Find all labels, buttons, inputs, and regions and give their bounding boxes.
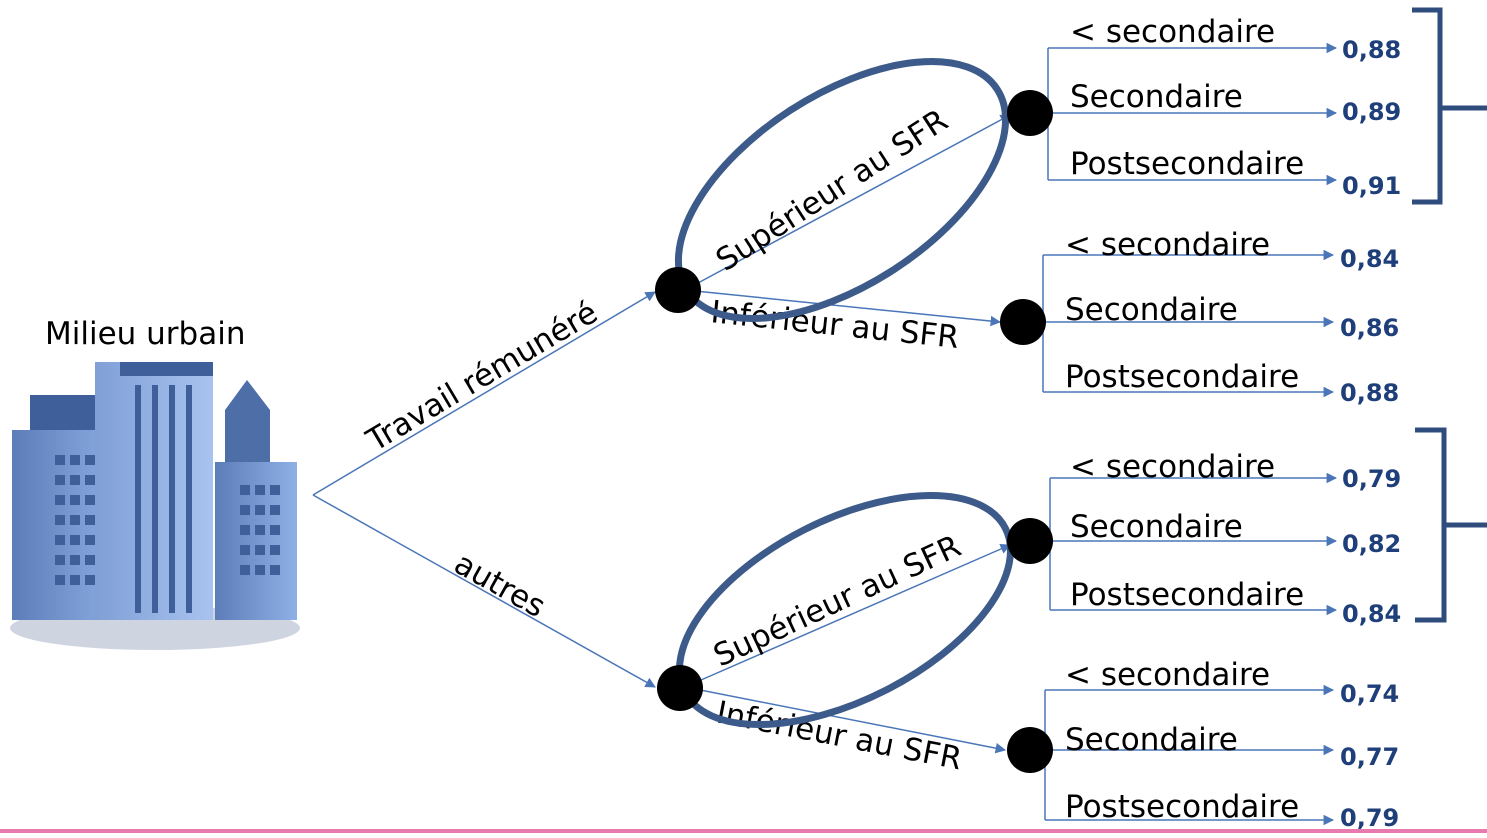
city-buildings-icon: [10, 362, 300, 650]
leaf-value: 0,74: [1340, 680, 1399, 708]
edge-l1-1-to-l2-3: [684, 686, 1007, 754]
leaf-label: Postsecondaire: [1070, 146, 1304, 182]
node-l2-1: [1000, 299, 1046, 345]
group-bracket-lower: [1415, 427, 1487, 623]
branch-label-l1-0: Travail rémunéré: [360, 294, 604, 459]
leaf-label: Secondaire: [1070, 509, 1243, 545]
leaf-value: 0,88: [1340, 379, 1399, 407]
leaf-label: < secondaire: [1065, 227, 1270, 263]
leaf-label: < secondaire: [1070, 449, 1275, 485]
leaf-group-1: < secondaire Secondaire Postsecondaire 0…: [1042, 227, 1399, 407]
leaf-label: Secondaire: [1065, 292, 1238, 328]
group-bracket-upper: [1412, 7, 1487, 205]
edge-l1-0-to-l2-0: [684, 114, 1011, 291]
root-label: Milieu urbain: [45, 316, 246, 352]
leaf-label: Postsecondaire: [1065, 359, 1299, 395]
edge-l1-0-to-l2-1: [684, 289, 1002, 327]
leaf-value: 0,89: [1342, 98, 1401, 126]
leaf-value: 0,84: [1340, 245, 1399, 273]
leaf-value: 0,86: [1340, 314, 1399, 342]
edge-root-to-l1-0: [312, 291, 656, 496]
branch-label-l2-2: Supérieur au SFR: [708, 528, 966, 674]
leaf-value: 0,79: [1340, 804, 1399, 832]
edge-l1-1-to-l2-2: [684, 543, 1011, 688]
leaf-value: 0,77: [1340, 743, 1399, 771]
branch-label-l1-1: autres: [448, 546, 551, 625]
leaf-value: 0,82: [1342, 530, 1401, 558]
node-l1-0: [655, 267, 701, 313]
node-l1-1: [657, 665, 703, 711]
leaf-label: Secondaire: [1070, 79, 1243, 115]
leaf-group-0: < secondaire Secondaire Postsecondaire 0…: [1047, 14, 1401, 200]
leaf-value: 0,91: [1342, 172, 1401, 200]
slide-bottom-rule: [0, 829, 1487, 833]
leaf-value: 0,84: [1342, 600, 1401, 628]
leaf-label: < secondaire: [1065, 657, 1270, 693]
leaf-label: < secondaire: [1070, 14, 1275, 50]
leaf-group-2: < secondaire Secondaire Postsecondaire 0…: [1049, 449, 1401, 628]
edge-root-to-l1-1: [312, 494, 656, 688]
leaf-label: Postsecondaire: [1070, 577, 1304, 613]
node-l2-0: [1007, 90, 1053, 136]
leaf-value: 0,79: [1342, 465, 1401, 493]
node-l2-2: [1007, 518, 1053, 564]
leaf-group-3: < secondaire Secondaire Postsecondaire 0…: [1044, 657, 1399, 832]
leaf-value: 0,88: [1342, 36, 1401, 64]
leaf-label: Postsecondaire: [1065, 789, 1299, 825]
leaf-label: Secondaire: [1065, 722, 1238, 758]
node-l2-3: [1007, 727, 1053, 773]
